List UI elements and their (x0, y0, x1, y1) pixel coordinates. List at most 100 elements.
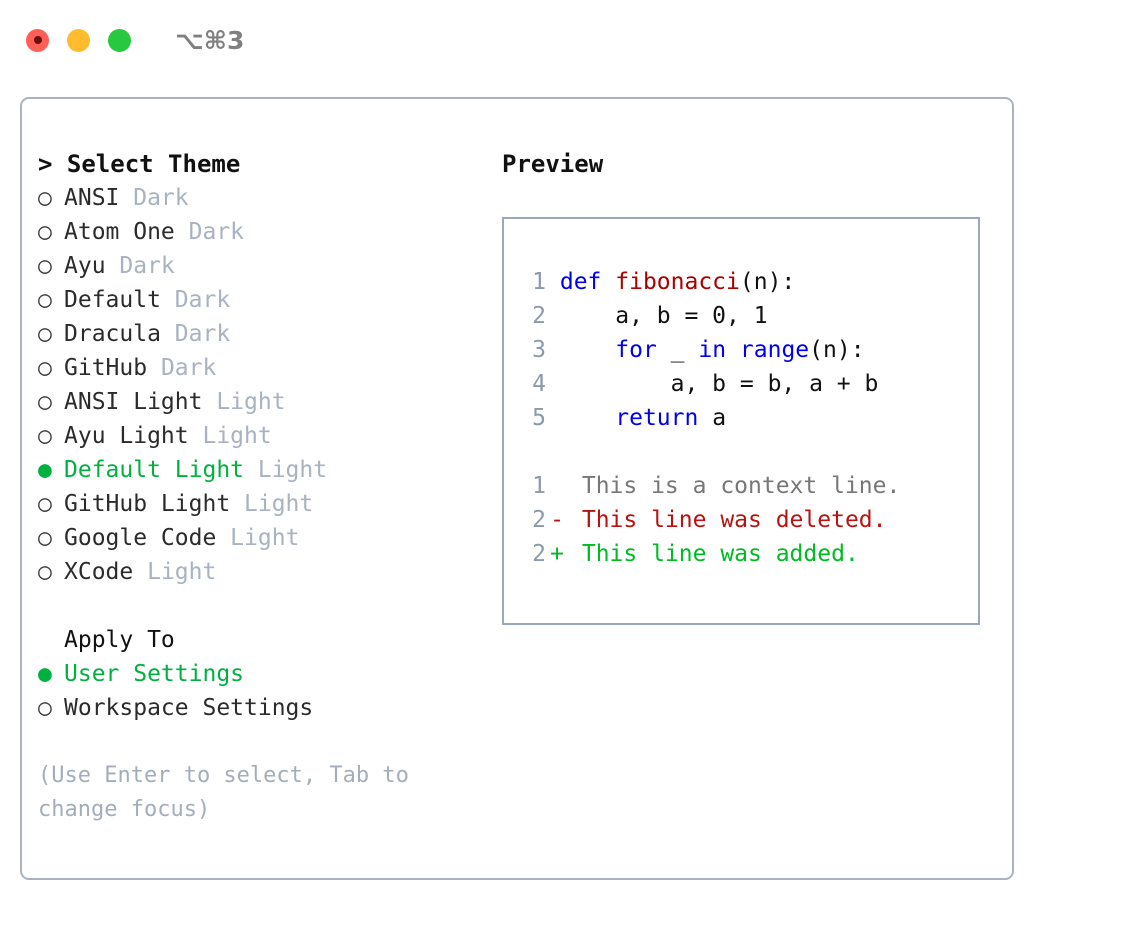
theme-list-item[interactable]: ○ Dracula Dark (38, 317, 478, 351)
theme-list-item[interactable]: ○ ANSI Dark (38, 181, 478, 215)
code-token (560, 337, 615, 363)
diff-line-text: This line was deleted. (568, 507, 887, 533)
theme-name-label: Default Light (64, 457, 245, 483)
code-line-spacer (546, 405, 560, 431)
radio-unselected-icon: ○ (38, 695, 52, 721)
radio-unselected-icon: ○ (38, 185, 52, 211)
close-window-button[interactable] (26, 28, 49, 52)
code-token: range (739, 337, 810, 363)
diff-line-text: This is a context line. (568, 473, 901, 499)
code-token: return (615, 405, 699, 431)
select-theme-header: > Select Theme (38, 147, 478, 181)
theme-kind-label: Dark (160, 287, 231, 313)
keyboard-hint-text: (Use Enter to select, Tab to change focu… (38, 763, 409, 822)
theme-name-label: ANSI Light (64, 389, 203, 415)
radio-unselected-icon: ○ (38, 321, 52, 347)
code-line-spacer (546, 269, 560, 295)
theme-name-label: Ayu Light (64, 423, 189, 449)
keyboard-shortcut-label: ⌥⌘3 (175, 25, 245, 55)
code-line: 3 for _ in range(n): (520, 333, 970, 367)
apply-to-title: Apply To (64, 627, 175, 653)
theme-kind-label: Light (133, 559, 217, 585)
code-line: 4 a, b = b, a + b (520, 367, 970, 401)
radio-unselected-icon: ○ (38, 287, 52, 313)
theme-list-item[interactable]: ●Default Light Light (38, 453, 478, 487)
code-token: a, b = 0, 1 (559, 303, 768, 329)
theme-name-label: ANSI (64, 185, 120, 211)
theme-list-item[interactable]: ○ GitHub Dark (38, 351, 478, 385)
theme-kind-label: Light (244, 457, 328, 483)
apply-to-option-label: Workspace Settings (64, 695, 314, 721)
code-line: 1 def fibonacci(n): (520, 265, 970, 299)
code-token: (n): (739, 269, 796, 295)
theme-list-item[interactable]: ○ GitHub Light Light (38, 487, 478, 521)
theme-name-label: Google Code (64, 525, 217, 551)
diff-line-number: 1 (532, 473, 546, 499)
theme-kind-label: Dark (174, 219, 245, 245)
radio-selected-icon: ● (38, 661, 52, 687)
theme-picker-column: > Select Theme ○ANSI Dark○Atom One Dark○… (38, 147, 478, 827)
theme-list-item[interactable]: ○ Ayu Light Light (38, 419, 478, 453)
diff-line: 2+ This line was added. (520, 537, 970, 571)
code-token: def (559, 269, 616, 295)
theme-list-item[interactable]: ○ Default Dark (38, 283, 478, 317)
diff-line-number: 2 (532, 507, 546, 533)
code-line-number: 3 (532, 337, 546, 363)
diff-line-number: 2 (532, 541, 546, 567)
code-line-number: 5 (532, 405, 546, 431)
radio-unselected-icon: ○ (38, 559, 52, 585)
code-line-spacer (546, 371, 560, 397)
preview-box: 1 def fibonacci(n): 2 a, b = 0, 1 3 for _ … (502, 217, 980, 625)
prompt-caret-icon: > (38, 150, 53, 178)
radio-unselected-icon: ○ (38, 355, 52, 381)
theme-kind-label: Dark (160, 321, 231, 347)
minimize-window-button[interactable] (67, 28, 90, 52)
theme-list-item[interactable]: ○Ayu Dark (38, 249, 478, 283)
code-line-spacer (546, 303, 560, 329)
theme-list-item[interactable]: ○Atom One Dark (38, 215, 478, 249)
main-panel: > Select Theme ○ANSI Dark○Atom One Dark○… (20, 97, 1014, 880)
theme-name-label: GitHub Light (64, 491, 231, 517)
apply-to-option-label: User Settings (64, 661, 245, 687)
theme-name-label: Ayu (64, 253, 106, 279)
radio-unselected-icon: ○ (38, 491, 52, 517)
apply-to-option[interactable]: ○ Workspace Settings (38, 691, 478, 725)
radio-unselected-icon: ○ (38, 389, 52, 415)
theme-kind-label: Light (216, 525, 300, 551)
theme-kind-label: Light (188, 423, 272, 449)
theme-name-label: GitHub (64, 355, 148, 381)
select-theme-title: Select Theme (66, 150, 241, 178)
code-line-spacer (546, 337, 560, 363)
code-token: _ (656, 337, 699, 363)
theme-kind-label: Dark (147, 355, 217, 381)
spacer (38, 589, 478, 623)
theme-name-label: Dracula (64, 321, 161, 347)
zoom-window-button[interactable] (108, 28, 131, 52)
diff-line: 1 This is a context line. (520, 469, 970, 503)
code-token (560, 405, 615, 431)
theme-name-label: XCode (64, 559, 134, 585)
theme-list-item[interactable]: ○ XCode Light (38, 555, 478, 589)
diff-marker-icon: - (550, 507, 564, 533)
theme-kind-label: Light (230, 491, 314, 517)
theme-name-label: Atom One (64, 219, 175, 245)
theme-kind-label: Dark (105, 253, 175, 279)
title-bar: ⌥⌘3 (0, 0, 1140, 80)
code-token: a, b = b, a + b (559, 371, 879, 397)
radio-unselected-icon: ○ (38, 525, 52, 551)
code-line-number: 2 (532, 303, 546, 329)
theme-list-item[interactable]: ○ Google Code Light (38, 521, 478, 555)
apply-to-list: ● User Settings ○ Workspace Settings (38, 657, 478, 725)
code-token: (n): (809, 337, 865, 363)
theme-name-label: Default (64, 287, 161, 313)
theme-list: ○ANSI Dark○Atom One Dark○Ayu Dark○Defaul… (38, 181, 478, 589)
theme-list-item[interactable]: ○ANSI Light Light (38, 385, 478, 419)
code-token: in (698, 337, 727, 363)
apply-to-option[interactable]: ● User Settings (38, 657, 478, 691)
code-line-number: 4 (532, 371, 546, 397)
radio-unselected-icon: ○ (38, 423, 52, 449)
code-token (726, 337, 740, 363)
code-line-number: 1 (532, 269, 546, 295)
theme-kind-label: Dark (119, 185, 189, 211)
